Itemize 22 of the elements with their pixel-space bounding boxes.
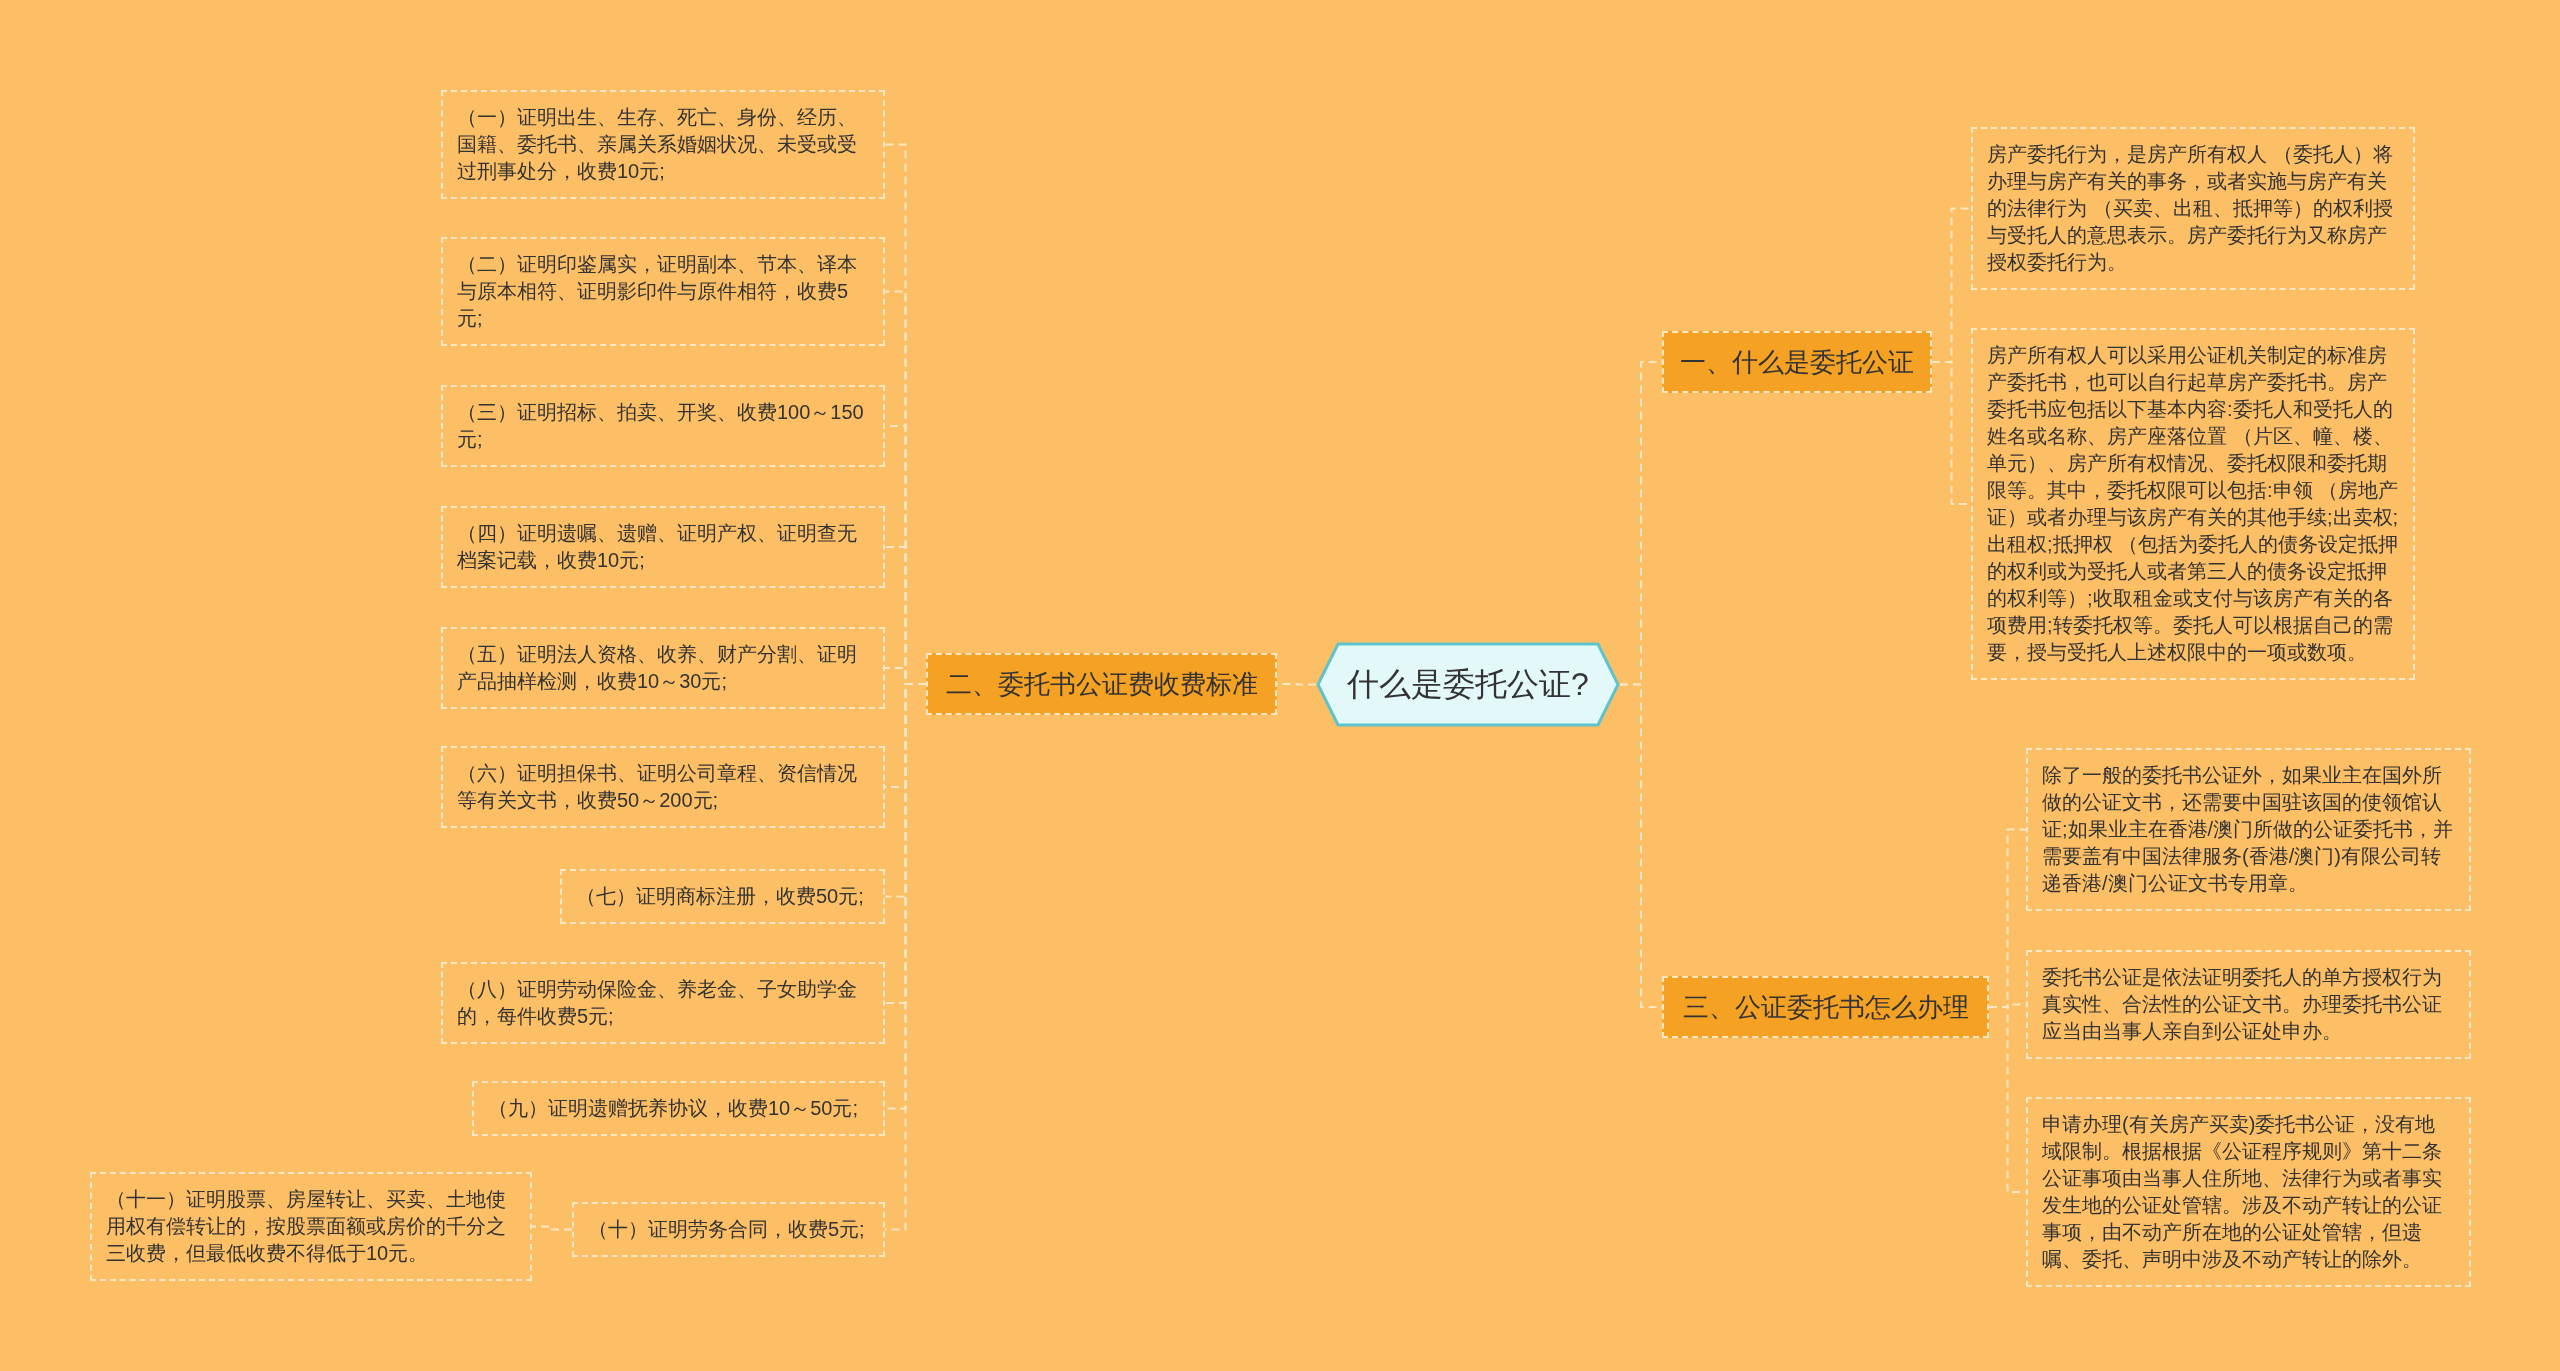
note-box: 除了一般的委托书公证外，如果业主在国外所做的公证文书，还需要中国驻该国的使领馆认证;如果业主在香港/澳门所做的公证委托书，并需要盖有中国法律服务(香港/澳门)有限公司转递香港/澳门公证文书专用章。 bbox=[2026, 748, 2471, 911]
note-box: （六）证明担保书、证明公司章程、资信情况等有关文书，收费50～200元; bbox=[441, 746, 885, 828]
note-box: 房产所有权人可以采用公证机关制定的标准房产委托书，也可以自行起草房产委托书。房产委托书应包括以下基本内容:委托人和受托人的姓名或名称、房产座落位置 （片区、幢、楼、单元）、房产所有权情况、委托权限和委托期限等。其中，委托权限可以包括:申领 （房地产证）或者办理与该房产有关的其他手续;出卖权;出租权;抵押权 （包括为委托人的债务设定抵押的权利或为受托人或者第三人的债务设定抵押的权利等）;收取租金或支付与该房产有关的各项费用;转委托权等。委托人可以根据自己的需要，授与受托人上述权限中的一项或数项。 bbox=[1971, 328, 2415, 680]
note-box: （七）证明商标注册，收费50元; bbox=[560, 869, 885, 924]
note-box: （十）证明劳务合同，收费5元; bbox=[572, 1202, 885, 1257]
connector-line bbox=[1988, 1006, 2027, 1193]
topic-hexagon: 什么是委托公证? bbox=[1316, 642, 1620, 727]
note-box: 申请办理(有关房产买卖)委托书公证，没有地域限制。根据根据《公证程序规则》第十二条公证事项由当事人住所地、法律行为或者事实发生地的公证处管辖。涉及不动产转让的公证事项，由不动产所在地的公证处管辖，但遗嘱、委托、声明中涉及不动产转让的除外。 bbox=[2026, 1097, 2471, 1287]
branch-box: 三、公证委托书怎么办理 bbox=[1662, 976, 1989, 1038]
note-box: （十一）证明股票、房屋转让、买卖、土地使用权有偿转让的，按股票面额或房价的千分之三收费，但最低收费不得低于10元。 bbox=[90, 1172, 532, 1281]
note-box: 房产委托行为，是房产所有权人 （委托人）将办理与房产有关的事务，或者实施与房产有关的法律行为 （买卖、出租、抵押等）的权利授与受托人的意思表示。房产委托行为又称房产授权委托行为。 bbox=[1971, 127, 2415, 290]
note-box: 委托书公证是依法证明委托人的单方授权行为真实性、合法性的公证文书。办理委托书公证应当由当事人亲自到公证处申办。 bbox=[2026, 950, 2471, 1059]
connector-line bbox=[531, 1225, 573, 1231]
branch-box: 二、委托书公证费收费标准 bbox=[926, 653, 1277, 715]
note-box: （二）证明印鉴属实，证明副本、节本、译本与原本相符、证明影印件与原件相符，收费5元; bbox=[441, 237, 885, 346]
note-box: （三）证明招标、拍卖、开奖、收费100～150元; bbox=[441, 385, 885, 467]
note-box: （四）证明遗嘱、遗赠、证明产权、证明查无档案记载，收费10元; bbox=[441, 506, 885, 588]
branch-box: 一、什么是委托公证 bbox=[1662, 331, 1932, 393]
note-box: （五）证明法人资格、收养、财产分割、证明产品抽样检测，收费10～30元; bbox=[441, 627, 885, 709]
note-box: （八）证明劳动保险金、养老金、子女助学金的，每件收费5元; bbox=[441, 962, 885, 1044]
note-box: （一）证明出生、生存、死亡、身份、经历、国籍、委托书、亲属关系婚姻状况、未受或受过刑事处分，收费10元; bbox=[441, 90, 885, 199]
note-box: （九）证明遗赠抚养协议，收费10～50元; bbox=[472, 1081, 885, 1136]
